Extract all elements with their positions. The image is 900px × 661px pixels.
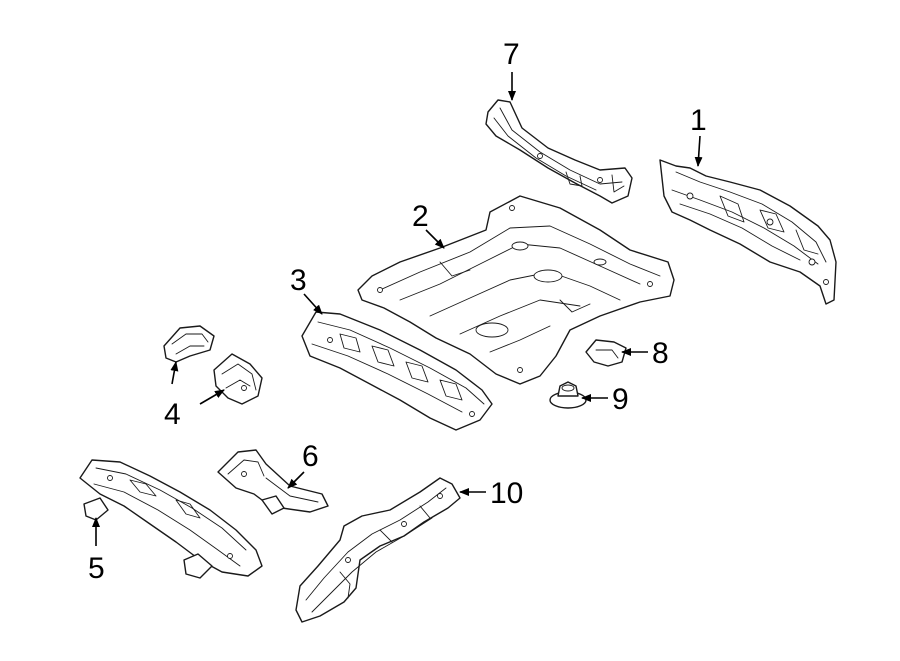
- callout-3: 3: [290, 264, 307, 297]
- leader-6: [287, 471, 305, 489]
- callout-10: 10: [490, 477, 523, 510]
- part-10-rear-rail: [295, 477, 461, 623]
- leader-4a: [170, 361, 179, 385]
- part-1-side-panel: [659, 159, 837, 305]
- part-7-cross-member: [485, 99, 633, 204]
- callout-4: 4: [164, 398, 181, 431]
- callout-6: 6: [302, 440, 319, 473]
- leader-1: [694, 135, 703, 167]
- callout-9: 9: [612, 383, 629, 416]
- part-9-plug: [549, 381, 587, 409]
- callout-7: 7: [503, 38, 520, 71]
- callout-5: 5: [88, 552, 105, 585]
- leader-4b: [199, 389, 225, 405]
- part-5-left-rail: [79, 459, 263, 579]
- callout-8: 8: [652, 337, 669, 370]
- leader-3: [303, 293, 323, 315]
- part-2-floor-pan: [357, 195, 675, 385]
- callout-2: 2: [412, 200, 429, 233]
- part-8-bracket: [585, 339, 627, 367]
- part-3-floor-section: [301, 311, 493, 431]
- part-6-reinforcement: [217, 449, 329, 515]
- callout-1: 1: [690, 104, 707, 137]
- part-4-brackets: [163, 325, 263, 405]
- leader-2: [425, 229, 445, 249]
